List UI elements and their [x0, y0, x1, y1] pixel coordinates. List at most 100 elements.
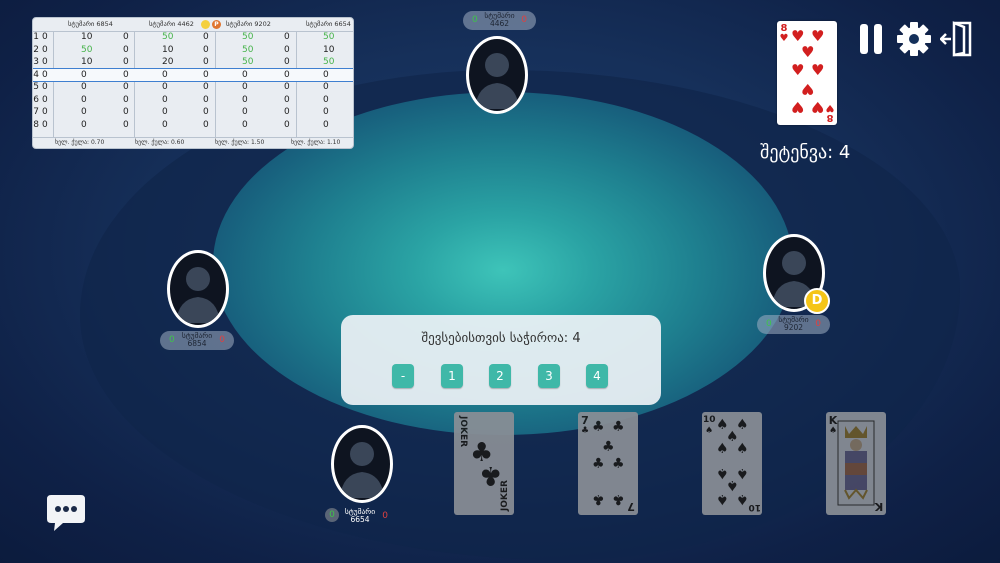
player-number: 4462: [489, 19, 510, 28]
score-table-header: სტუმარი 6854 სტუმარი 4462 P სტუმარი 9202…: [33, 18, 353, 32]
score-cell: 0: [162, 94, 168, 105]
chat-bubble-icon: [47, 495, 85, 531]
player-avatar-top[interactable]: [466, 36, 528, 114]
score-cell: 50: [323, 57, 335, 67]
score-cell: 0: [323, 82, 329, 92]
dealer-badge: D: [804, 288, 830, 314]
score-cell: 0: [42, 69, 48, 80]
bid-option-4[interactable]: 4: [586, 364, 608, 388]
trump-card-suit: ♥: [825, 102, 835, 113]
score-cell: 0: [242, 82, 248, 92]
chat-button[interactable]: [45, 493, 87, 533]
player-name: სტუმარი: [181, 331, 213, 340]
score-cell: 50: [81, 44, 93, 55]
spade-pip-icon: ♠: [736, 441, 749, 457]
hand-card-joker[interactable]: JOKER ♣ ♣ JOKER: [454, 412, 514, 515]
player-avatar-bottom[interactable]: [331, 425, 393, 503]
score-cell: 0: [284, 57, 290, 67]
round-number: 8: [33, 119, 39, 130]
exit-button[interactable]: [939, 20, 974, 58]
p-chip: P: [212, 20, 221, 29]
player-avatar-left[interactable]: [167, 250, 229, 328]
player-right-count: 0: [382, 511, 388, 521]
heart-pip-icon: ♥: [801, 80, 815, 98]
card-rank: 7: [627, 500, 635, 513]
score-cell: 0: [162, 82, 168, 92]
club-pip-icon: ♣: [592, 419, 605, 435]
score-cell: 0: [42, 44, 48, 55]
player-avatar-right[interactable]: [763, 234, 825, 312]
trump-card-rank: 8: [780, 23, 788, 34]
score-cell: 0: [203, 107, 209, 117]
score-cell: 0: [242, 69, 248, 80]
score-cell: 0: [162, 119, 168, 130]
user-silhouette-icon: [475, 53, 519, 109]
player-plate-left: 0 სტუმარი 6854 0: [160, 331, 234, 350]
score-cell: 50: [242, 44, 254, 55]
bid-option-2[interactable]: 2: [489, 364, 511, 388]
player-left-count: 0: [325, 508, 339, 522]
score-cell: 0: [123, 107, 129, 117]
settings-button[interactable]: [897, 21, 931, 57]
score-cell: 0: [203, 32, 209, 42]
hand-card-10-spades[interactable]: 10 ♠ ♠ ♠ ♠ ♠ ♠ ♠ ♠ ♠ ♠ ♠ 10: [702, 412, 762, 515]
bid-dialog: შევსებისთვის საჭიროა: 4 - 1 2 3 4: [341, 315, 661, 405]
spade-pip-icon: ♠: [716, 417, 729, 433]
player-left-count: 0: [472, 15, 478, 25]
player-right-count: 0: [219, 335, 225, 345]
score-header-player-4: სტუმარი 6654: [306, 20, 351, 28]
score-cell: 10: [81, 57, 93, 67]
score-cell: 50: [242, 57, 254, 67]
score-cell: 0: [203, 82, 209, 92]
score-cell: 0: [284, 107, 290, 117]
club-pip-icon: ♣: [602, 439, 615, 455]
score-cell: 0: [203, 69, 209, 80]
bid-option-dash[interactable]: -: [392, 364, 414, 388]
player-number: 6654: [350, 515, 370, 524]
heart-pip-icon: ♥: [811, 61, 825, 79]
player-left-count: 0: [169, 335, 175, 345]
round-number: 2: [33, 44, 39, 55]
player-number: 9202: [783, 323, 804, 332]
score-header-player-2: სტუმარი 4462: [149, 20, 194, 28]
score-footer-4: ხელ. ქულა: 1.10: [291, 139, 341, 146]
score-cell: 0: [284, 69, 290, 80]
spade-pip-icon: ♠: [716, 491, 729, 507]
player-plate-top: 0 სტუმარი 4462 0: [463, 11, 536, 30]
score-cell: 50: [162, 32, 174, 42]
card-rank: K: [828, 414, 838, 427]
score-cell: 20: [162, 57, 174, 67]
spade-pip-icon: ♠: [726, 477, 739, 493]
score-cell: 0: [123, 69, 129, 80]
bid-option-3[interactable]: 3: [538, 364, 560, 388]
score-cell: 0: [42, 82, 48, 92]
score-cell: 0: [123, 119, 129, 130]
hand-card-king-spades[interactable]: K ♠ K: [826, 412, 886, 515]
hand-card-7-clubs[interactable]: 7 ♣ ♣ ♣ ♣ ♣ ♣ ♣ ♣ 7: [578, 412, 638, 515]
round-number: 1: [33, 32, 39, 42]
score-cell: 10: [162, 44, 174, 55]
score-cell: 50: [323, 32, 335, 42]
divider: [134, 31, 135, 137]
score-cell: 0: [42, 57, 48, 67]
bid-dialog-title: შევსებისთვის საჭიროა: 4: [421, 331, 581, 346]
user-silhouette-icon: [340, 442, 384, 498]
score-cell: 0: [203, 94, 209, 105]
card-rank: 7: [581, 414, 589, 427]
pause-button[interactable]: [858, 22, 884, 56]
divider: [53, 31, 54, 137]
score-cell: 0: [81, 119, 87, 130]
heart-pip-icon: ♥: [791, 27, 805, 45]
score-cell: 0: [284, 44, 290, 55]
score-cell: 0: [323, 107, 329, 117]
bid-option-1[interactable]: 1: [441, 364, 463, 388]
score-cell: 0: [242, 107, 248, 117]
score-cell: 0: [203, 57, 209, 67]
score-cell: 0: [323, 119, 329, 130]
score-cell: 0: [203, 119, 209, 130]
